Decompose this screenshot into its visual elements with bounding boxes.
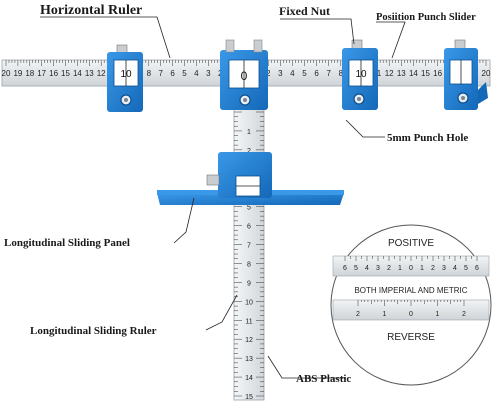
callouts	[40, 16, 406, 379]
inset-imperial-number: 2	[356, 311, 360, 318]
ruler-number: 14	[73, 69, 82, 78]
ruler-number: 6	[170, 69, 175, 78]
ruler-number: 14	[409, 69, 418, 78]
ruler-number: 17	[37, 69, 46, 78]
ruler-number: 10	[245, 299, 253, 306]
ruler-number: 19	[13, 69, 22, 78]
inset-metric-number: 1	[398, 265, 402, 272]
ruler-number: 1	[247, 129, 251, 136]
ruler-number: 7	[326, 69, 331, 78]
ruler-number: 13	[85, 69, 94, 78]
horizontal-ruler-numbers: 2019181716151413121110987654321123456789…	[2, 69, 491, 78]
slider-window-value: 10	[355, 69, 367, 80]
ruler-number: 8	[339, 69, 344, 78]
ruler-number: 12	[385, 69, 394, 78]
position-punch-slider-far-right[interactable]	[444, 39, 488, 110]
inset-metric-number: 5	[354, 265, 358, 272]
inset-metric-number: 0	[409, 265, 413, 272]
inset-metric-number: 3	[376, 265, 380, 272]
ruler-number: 15	[421, 69, 430, 78]
ruler-number: 20	[2, 69, 11, 78]
ruler-number: 5	[182, 69, 187, 78]
ruler-number: 8	[247, 261, 251, 268]
label-horizontal-ruler: Horizontal Ruler	[40, 3, 142, 18]
ruler-number: 4	[194, 69, 199, 78]
inset-both-label: BOTH IMPERIAL AND METRIC	[354, 286, 467, 295]
label-position-punch-slider: Posiition Punch Slider	[376, 12, 476, 23]
ruler-number: 2	[247, 148, 251, 155]
inset-metric-number: 2	[431, 265, 435, 272]
ruler-number: 6	[314, 69, 319, 78]
end-stop	[478, 82, 488, 104]
slider-window-value: 10	[120, 69, 132, 80]
ruler-number: 15	[61, 69, 70, 78]
inset-metric-number: 3	[442, 265, 446, 272]
ruler-number: 11	[245, 318, 252, 325]
label-sliding-ruler: Longitudinal Sliding Ruler	[30, 325, 157, 337]
inset-metric-number: 6	[475, 265, 479, 272]
thumb-screw-icon[interactable]	[206, 174, 220, 186]
ruler-number: 13	[397, 69, 406, 78]
ruler-number: 12	[97, 69, 106, 78]
ruler-number: 7	[247, 243, 251, 250]
inset-metric-number: 4	[453, 265, 457, 272]
ruler-number: 8	[147, 69, 152, 78]
longitudinal-sliding-panel[interactable]	[157, 152, 344, 205]
ruler-number: 15	[245, 394, 253, 401]
ruler-number: 13	[245, 356, 253, 363]
label-sliding-panel: Longitudinal Sliding Panel	[4, 237, 130, 249]
inset-ruler-ticks	[344, 256, 478, 306]
ruler-number: 20	[482, 69, 491, 78]
ruler-number: 5	[247, 205, 251, 212]
longitudinal-sliding-ruler[interactable]: 123456789101112131415	[233, 97, 265, 401]
ruler-number: 14	[245, 375, 253, 382]
inset-positive-label: POSITIVE	[388, 238, 434, 249]
inset-reverse-label: REVERSE	[387, 332, 435, 343]
ruler-number: 12	[245, 337, 253, 344]
label-fixed-nut: Fixed Nut	[279, 4, 330, 18]
ruler-number: 5	[302, 69, 307, 78]
ruler-number: 9	[247, 280, 251, 287]
inset-metric-number: 4	[365, 265, 369, 272]
ruler-number: 4	[290, 69, 295, 78]
inset-metric-number: 2	[387, 265, 391, 272]
position-punch-slider-left[interactable]: 10	[107, 44, 143, 112]
position-punch-slider-right[interactable]: 10	[342, 39, 378, 110]
ruler-number: 3	[206, 69, 211, 78]
ruler-number: 3	[278, 69, 283, 78]
inset-imperial-number: 1	[436, 311, 440, 318]
ruler-number: 7	[158, 69, 163, 78]
inset-imperial-number: 1	[383, 311, 387, 318]
ruler-number: 6	[247, 224, 251, 231]
inset-metric-number: 1	[420, 265, 424, 272]
ruler-number: 16	[433, 69, 442, 78]
inset-metric-number: 5	[464, 265, 468, 272]
ruler-number: 16	[49, 69, 58, 78]
inset-imperial-number: 2	[462, 311, 466, 318]
ruler-number: 2	[266, 69, 271, 78]
center-t-block[interactable]: 0	[220, 39, 268, 110]
ruler-number: 18	[25, 69, 34, 78]
label-punch-hole: 5mm Punch Hole	[387, 132, 468, 144]
inset-imperial-number: 0	[409, 311, 413, 318]
inset-metric-number: 6	[343, 265, 347, 272]
label-abs-plastic: ABS Plastic	[296, 373, 351, 385]
center-window-value: 0	[241, 69, 248, 83]
